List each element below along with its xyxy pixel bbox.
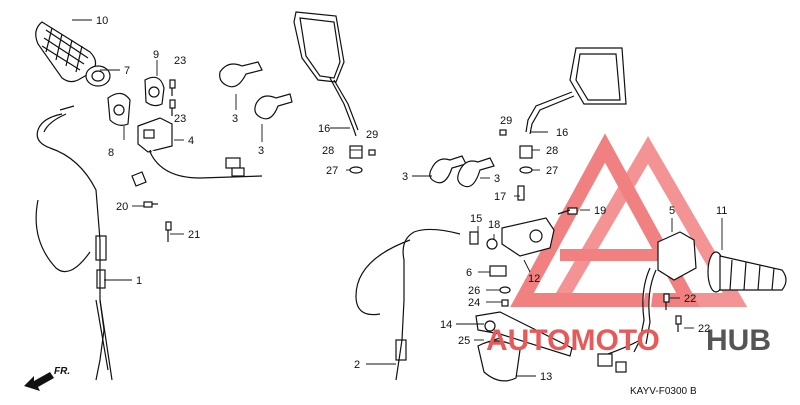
callout-label: 28 (546, 145, 558, 157)
callout-label: 5 (669, 205, 675, 217)
callout-label: 29 (366, 129, 378, 141)
screw-19 (557, 207, 578, 215)
callout-label: 15 (470, 213, 482, 225)
switch-housing-halves (107, 76, 165, 126)
front-arrow-icon: FR. (24, 366, 70, 391)
screws-20-21 (143, 201, 172, 242)
left-mirror (293, 11, 359, 137)
clutch-lever (475, 311, 573, 382)
callout-label: 23 (174, 55, 186, 67)
callout-label: 27 (546, 165, 558, 177)
leader-lines (72, 19, 723, 377)
cable-straps-left (219, 61, 293, 120)
callout-label: 10 (96, 15, 108, 27)
logo-text-automoto: AUTOMOTO (486, 324, 660, 357)
clutch-lever-bracket (469, 217, 555, 307)
callout-label: 29 (500, 115, 512, 127)
right-grip (707, 251, 787, 293)
callout-label: 1 (136, 275, 142, 287)
callout-label: 2 (354, 359, 360, 371)
callout-label: 4 (188, 135, 194, 147)
callout-label: 19 (594, 205, 606, 217)
logo-text-hub: HUB (706, 324, 771, 357)
throttle-cable (35, 105, 113, 381)
callout-label: 3 (494, 173, 500, 185)
mirror-adapter-right (499, 129, 533, 201)
callout-label: 26 (468, 285, 480, 297)
callout-label: 16 (318, 123, 330, 135)
callout-label: 24 (468, 297, 480, 309)
right-mirror (525, 47, 627, 135)
front-label: FR. (54, 366, 70, 377)
diagram-code-suffix: B (690, 386, 697, 397)
diagram-code: KAYV-F0300 (630, 386, 688, 397)
mirror-adapter-left (349, 145, 376, 174)
watermark-text: AUTOMOTO HUB (486, 324, 771, 357)
screws-22 (663, 293, 682, 332)
right-switch-assembly (597, 231, 697, 373)
callout-label: 3 (402, 171, 408, 183)
callout-label: 21 (188, 229, 200, 241)
callout-label: 20 (116, 201, 128, 213)
callout-label: 28 (322, 145, 334, 157)
callout-label: 16 (556, 127, 568, 139)
callout-label: 11 (716, 205, 727, 217)
callout-label: 22 (698, 323, 710, 335)
callout-label: 9 (153, 49, 159, 61)
left-switch-assembly (131, 117, 263, 187)
callout-label: 23 (174, 113, 186, 125)
callout-label: 17 (494, 191, 506, 203)
callout-label: 6 (466, 267, 472, 279)
callout-label: 7 (124, 65, 130, 77)
callout-labels: 10 7 9 23 23 3 3 8 4 16 29 28 27 20 21 1… (96, 15, 727, 383)
callout-label: 3 (232, 113, 238, 125)
callout-label: 22 (684, 293, 696, 305)
callout-label: 18 (488, 219, 500, 231)
clutch-cable (355, 228, 461, 381)
callout-label: 14 (440, 319, 452, 331)
throttle-grip (35, 21, 111, 87)
callout-label: 8 (108, 147, 114, 159)
callout-label: 3 (258, 145, 264, 157)
cable-straps-right (429, 155, 495, 188)
callout-label: 25 (458, 335, 470, 347)
callout-label: 12 (528, 273, 540, 285)
callout-label: 27 (326, 165, 338, 177)
callout-label: 13 (540, 371, 552, 383)
screws-23 (169, 79, 176, 116)
